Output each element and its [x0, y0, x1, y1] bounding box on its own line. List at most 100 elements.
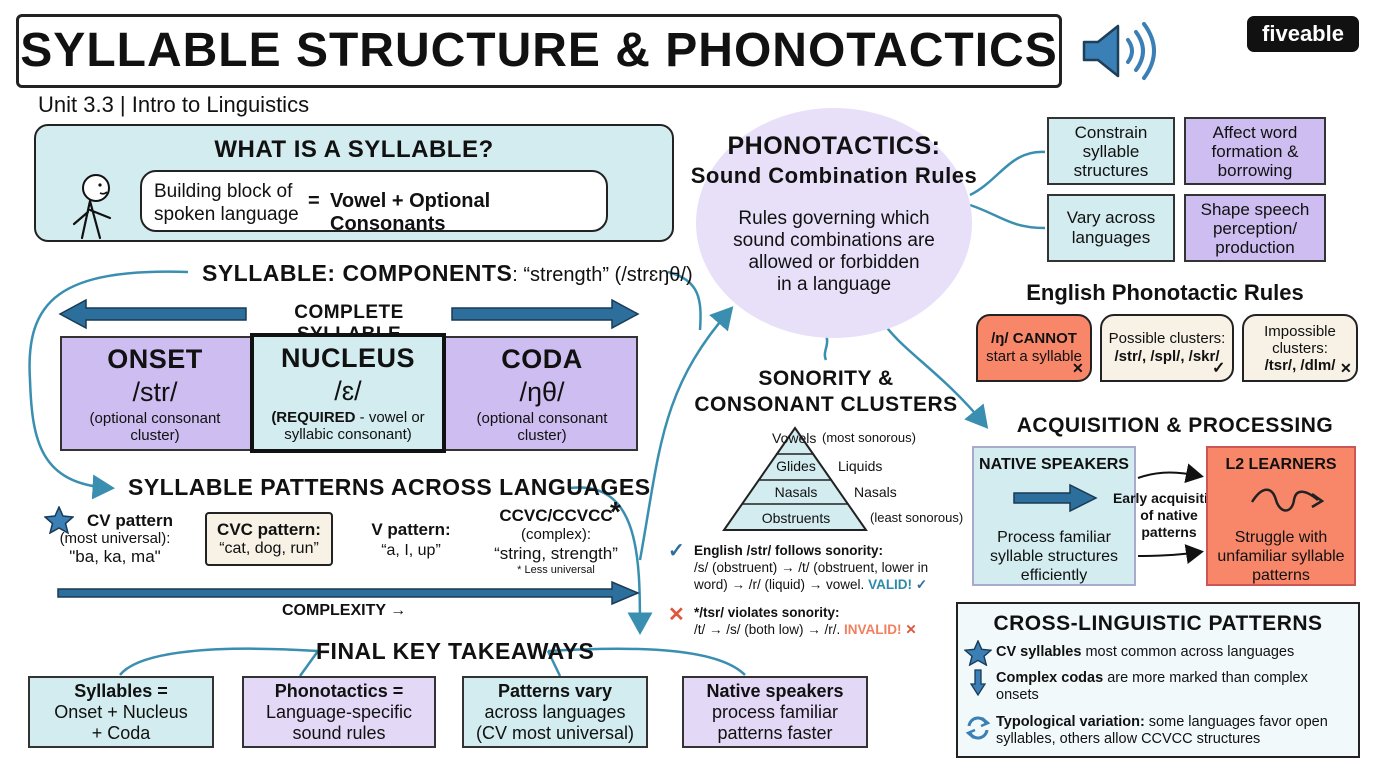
cross-item: Complex codas are more marked than compl… [996, 670, 1346, 704]
takeaway-line: across languages [484, 701, 626, 722]
components-title: SYLLABLE: COMPONENTS [202, 260, 513, 286]
desc-line: allowed or forbidden [748, 252, 920, 273]
effect-line: production [1215, 237, 1295, 257]
desc-line: sound combinations are [733, 230, 935, 251]
rule-title: /ŋ/ CANNOT [991, 330, 1077, 347]
sonority-heading: SONORITY & CONSONANT CLUSTERS [688, 366, 964, 418]
effect-line: languages [1071, 228, 1151, 247]
valid-title: English /str/ follows sonority: [694, 543, 884, 558]
equals-sign: = [308, 190, 320, 212]
sonority-right-label: Liquids [838, 458, 883, 474]
cross-item-text: most common across languages [1081, 644, 1295, 660]
native-speakers-box: NATIVE SPEAKERS Process familiar syllabl… [972, 446, 1136, 586]
title-frame: SYLLABLE STRUCTURE & PHONOTACTICS [16, 14, 1062, 88]
invalid-verdict: INVALID! [844, 622, 902, 637]
takeaway-card: Native speakers process familiar pattern… [682, 676, 868, 748]
sonority-pyramid [722, 426, 868, 531]
nucleus-desc: - vowel or [355, 409, 425, 426]
nucleus-required: (REQUIRED [271, 409, 356, 426]
l2-line: Struggle with [1234, 529, 1328, 546]
valid-line: word) → /r/ (liquid) → vowel. [694, 577, 865, 592]
middle-line: patterns [1141, 524, 1197, 540]
rule-line: /tsr/, /dlm/ [1264, 356, 1336, 374]
onset-desc: (optional consonant [89, 410, 221, 427]
connector-line [547, 647, 746, 676]
pattern-note: * Less universal [517, 564, 595, 576]
definition-line: spoken language [154, 204, 299, 225]
connector-line [28, 270, 189, 500]
takeaway-card: Syllables = Onset + Nucleus + Coda [28, 676, 214, 748]
desc-line: Rules governing which [738, 208, 930, 229]
l2-learners-box: L2 LEARNERS Struggle with unfamiliar syl… [1206, 446, 1356, 586]
what-is-heading: WHAT IS A SYLLABLE? [214, 136, 494, 163]
cross-icon: ✕ [668, 604, 685, 626]
effect-line: Constrain [1074, 122, 1148, 142]
complete-syllable-arrow-icon [58, 298, 640, 330]
sonority-level: Nasals [774, 484, 818, 500]
valid-line: /s/ (obstruent) → /t/ (obstruent, lower … [694, 560, 929, 575]
pattern-title: CV pattern [87, 511, 173, 530]
cycle-icon [965, 716, 991, 740]
effect-card: Vary across languages [1047, 194, 1175, 262]
rule-title: Possible clusters: [1108, 330, 1226, 347]
pattern-line: "ba, ka, ma" [69, 547, 161, 566]
pattern-line: “a, I, up” [381, 542, 441, 559]
effect-line: Affect word [1212, 122, 1298, 142]
sonority-level: Vowels [772, 430, 817, 446]
speech-bubble: Building block of spoken language = Vowe… [140, 170, 608, 235]
star-icon [964, 640, 992, 666]
cross-heading: CROSS-LINGUISTIC PATTERNS [993, 612, 1323, 635]
phonotactics-subtitle: Sound Combination Rules [690, 163, 978, 188]
takeaway-line: Onset + Nucleus [54, 701, 188, 722]
takeaway-title: Native speakers [706, 680, 844, 701]
sonority-invalid: */tsr/ violates sonority: /t/ → /s/ (bot… [694, 604, 960, 638]
onset-ipa: /str/ [132, 377, 178, 407]
takeaway-title: Patterns vary [497, 680, 613, 701]
native-line: efficiently [1020, 567, 1088, 584]
cross-item-bold: Complex codas [996, 670, 1104, 686]
stick-figure-icon [72, 174, 112, 240]
nucleus-desc: syllabic consonant) [284, 426, 412, 443]
check-icon: ✓ [1212, 360, 1226, 377]
rule-line: clusters: [1272, 339, 1328, 357]
cross-item: CV syllables most common across language… [996, 644, 1356, 661]
pattern-cvc: CVC pattern: “cat, dog, run” [205, 512, 333, 566]
squiggle-arrow-icon [1250, 488, 1325, 512]
effect-line: perception/ [1212, 218, 1298, 238]
english-rules-heading: English Phonotactic Rules [1026, 280, 1304, 305]
rule-line: start a syllable [986, 348, 1082, 365]
effect-line: structures [1073, 160, 1149, 180]
patterns-heading: SYLLABLE PATTERNS ACROSS LANGUAGES [128, 474, 651, 500]
cross-icon: ✕ [1072, 360, 1084, 376]
connector-line [969, 203, 1046, 230]
takeaway-title: Syllables = [74, 680, 168, 701]
definition-text: Building block of spoken language [154, 180, 299, 226]
pattern-title: CCVC/CCVCC [499, 506, 613, 525]
onset-label: ONSET [107, 344, 203, 374]
connector-line [546, 650, 562, 677]
effect-line: Shape speech [1200, 199, 1310, 219]
connector-line [823, 334, 829, 361]
onset-desc: cluster) [130, 427, 180, 444]
coda-ipa: /ŋθ/ [519, 377, 565, 407]
desc-line: in a language [776, 274, 892, 295]
connector-line [1137, 463, 1204, 484]
effect-card: Affect word formation & borrowing [1184, 117, 1326, 185]
phonotactics-title-block: PHONOTACTICS: Sound Combination Rules [676, 132, 992, 189]
phonotactics-desc: Rules governing which sound combinations… [706, 208, 962, 296]
l2-line: unfamiliar syllable [1217, 548, 1345, 565]
native-title: NATIVE SPEAKERS [979, 456, 1129, 473]
pattern-line: (complex): [520, 526, 591, 543]
definition-line: Building block of [154, 181, 293, 202]
coda-box: CODA /ŋθ/ (optional consonant cluster) [448, 340, 636, 448]
speaker-icon [1082, 22, 1156, 80]
native-line: Process familiar [997, 529, 1111, 546]
middle-line: Early acquisition [1112, 490, 1226, 506]
cross-item-text: are more marked than complex onsets [996, 670, 1308, 703]
cross-item-text: some languages favor open syllables, oth… [996, 714, 1328, 747]
phonotactics-title: PHONOTACTICS: [727, 132, 941, 160]
takeaway-line: process familiar [711, 701, 839, 722]
nucleus-box: NUCLEUS /ɛ/ (REQUIRED - vowel or syllabi… [250, 333, 446, 453]
effect-line: Vary across [1066, 208, 1156, 227]
takeaway-card: Phonotactics = Language-specific sound r… [242, 676, 436, 748]
